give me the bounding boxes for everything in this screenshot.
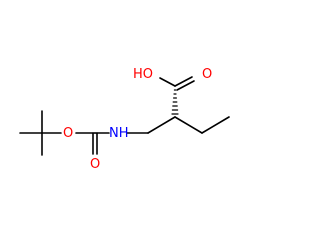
atom-label-oh: HO	[133, 67, 153, 82]
atom-label-o-ester: O	[63, 126, 73, 141]
structure-diagram: HO O O O NH	[19, 67, 230, 172]
atom-label-nh: NH	[109, 126, 129, 141]
tert-butyl-group	[19, 110, 62, 156]
bond-cooh-co-1	[174, 76, 193, 87]
carboxyl-group	[159, 76, 195, 91]
bond-ethyl-ch2-to-ch3	[201, 116, 230, 134]
hashed-wedge-bond	[171, 89, 179, 115]
bond-ch2-to-ch	[147, 116, 176, 134]
bond-cooh-co-2	[176, 80, 195, 91]
atom-label-o-carbamate: O	[90, 157, 100, 172]
atom-label-o-acid-carbonyl: O	[202, 67, 212, 82]
bond-cooh-c-to-oh	[159, 77, 176, 87]
bond-ch-to-ch2-ethyl	[174, 116, 203, 134]
backbone	[147, 116, 230, 134]
carbamate-group	[75, 132, 149, 155]
